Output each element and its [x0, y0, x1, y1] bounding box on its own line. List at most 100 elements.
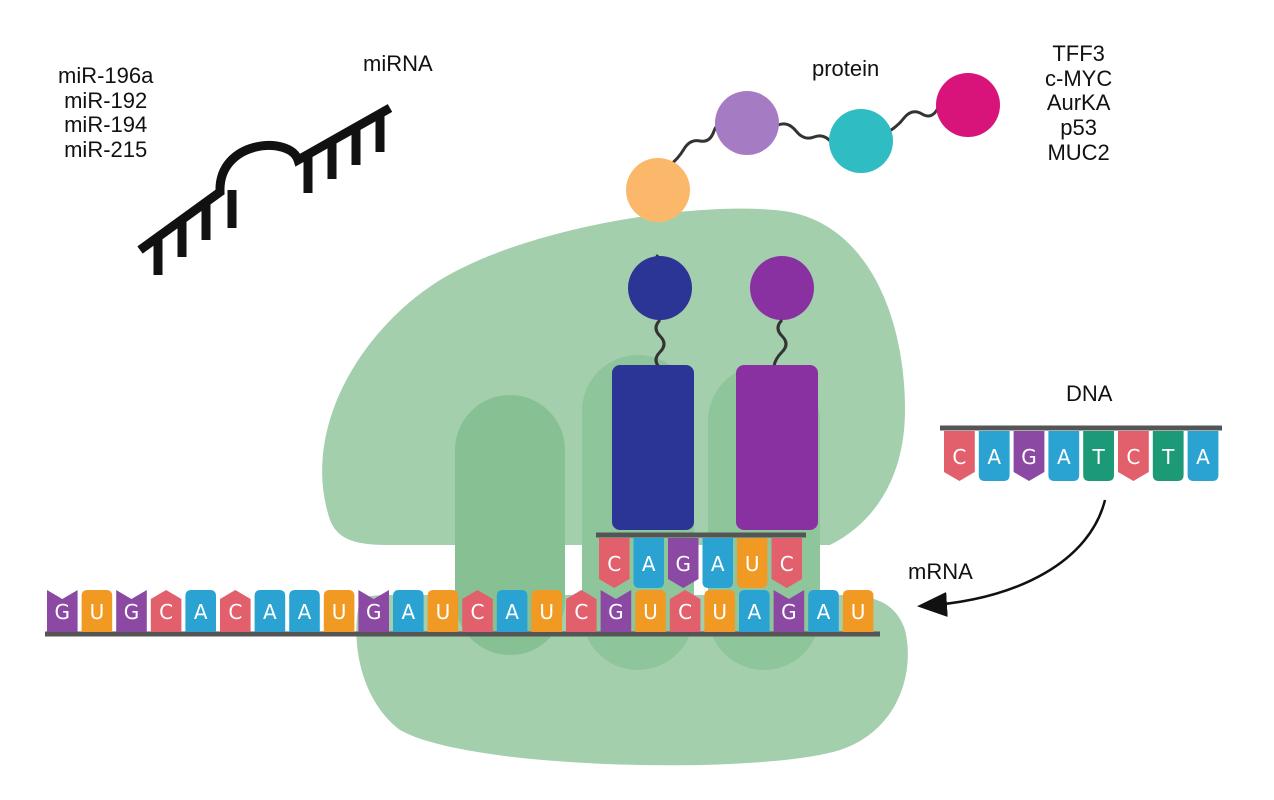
anticodon-base-letter: U	[745, 552, 760, 576]
trna-right	[736, 256, 818, 530]
mirna-label: miRNA	[363, 51, 433, 76]
trna-right-amino-acid	[750, 256, 814, 320]
mrna-base-letter: C	[574, 600, 588, 624]
anticodon-base-letter: C	[780, 552, 794, 576]
protein-name: c-MYC	[1045, 65, 1113, 91]
mrna-nucleotide-22	[808, 590, 839, 632]
trna-left-amino-acid	[628, 256, 692, 320]
mrna-base-letter: U	[436, 600, 451, 624]
protein-bead-2	[715, 91, 779, 155]
mrna-nucleotide-21	[773, 590, 805, 632]
anticodon-nucleotide-2	[668, 538, 699, 588]
dna-base-letter: C	[1126, 445, 1140, 469]
mirna-name: miR-194	[64, 112, 148, 138]
protein-bead-4	[936, 73, 1000, 137]
anticodon-base-letter: A	[642, 552, 656, 576]
mrna-base-letter: A	[298, 600, 312, 624]
transcription-arrow	[917, 499, 1107, 617]
mrna-base-letter: A	[401, 600, 415, 624]
anticodon-nucleotide-3	[702, 538, 733, 588]
mrna-base-letter: U	[539, 600, 554, 624]
mrna-base-letter: G	[608, 600, 624, 624]
mrna-nucleotide-11	[427, 590, 459, 632]
mrna-nucleotide-14	[531, 590, 562, 632]
mrna-nucleotide-1	[81, 590, 113, 632]
mrna-base-letter: A	[747, 600, 761, 624]
mrna-nucleotide-17	[635, 590, 666, 632]
dna-base-letter: A	[987, 445, 1001, 469]
protein-bead-3	[829, 109, 893, 173]
anticodon-nucleotide-5	[771, 538, 802, 588]
mrna-nucleotide-4	[185, 590, 216, 632]
mrna-nucleotide-16	[600, 590, 632, 632]
mrna-nucleotide-19	[704, 590, 735, 632]
mrna-base-letter: G	[124, 600, 140, 624]
dna-nucleotide-0	[944, 431, 975, 481]
mrna-nucleotide-12	[462, 590, 493, 632]
mrna-nucleotide-9	[358, 590, 389, 632]
mrna-base-letter: A	[505, 600, 519, 624]
mrna-base-letter: U	[643, 600, 658, 624]
mrna-nucleotide-6	[254, 590, 286, 632]
mirna-name: miR-196a	[58, 63, 154, 88]
protein-chain	[626, 73, 1000, 301]
dna-base-letter: C	[952, 445, 966, 469]
dna-base-letter: A	[1057, 445, 1071, 469]
mirna-name: miR-192	[64, 87, 148, 113]
mrna-nucleotide-7	[289, 590, 320, 632]
mrna-base-letter: U	[712, 600, 727, 624]
mrna-base-letter: C	[678, 600, 692, 624]
dna-nucleotide-1	[978, 431, 1010, 481]
dna-nucleotide-7	[1187, 431, 1219, 481]
anticodon-base-letter: A	[711, 552, 725, 576]
mrna-base-letter: C	[228, 600, 242, 624]
dna-base-letter: G	[1021, 445, 1037, 469]
anticodon-nucleotide-4	[737, 538, 768, 588]
dna-nucleotide-2	[1013, 431, 1045, 481]
mrna-base-letter: G	[55, 600, 71, 624]
dna-label: DNA	[1066, 381, 1113, 406]
dna-base-letter: T	[1091, 445, 1105, 469]
anticodon-base-letter: G	[676, 552, 692, 576]
trna-left-body	[612, 365, 694, 530]
mrna-base-letter: U	[332, 600, 347, 624]
protein-label: protein	[812, 56, 880, 81]
mrna-nucleotide-5	[220, 590, 251, 632]
dna-nucleotide-4	[1083, 431, 1114, 481]
dna-nucleotide-5	[1118, 431, 1149, 481]
trna-right-body	[736, 365, 818, 530]
dna-base-letter: T	[1161, 445, 1175, 469]
dna-nucleotide-6	[1152, 431, 1184, 481]
protein-bead-1	[626, 158, 690, 222]
mrna-base-letter: U	[90, 600, 105, 624]
mrna-base-letter: A	[263, 600, 277, 624]
protein-name: MUC2	[1047, 139, 1110, 165]
mrna-base-letter: G	[366, 600, 382, 624]
dna-base-letter: A	[1196, 445, 1210, 469]
anticodon-base-letter: C	[607, 552, 621, 576]
mrna-nucleotide-8	[323, 590, 355, 632]
mrna-nucleotide-10	[393, 590, 424, 632]
mrna-nucleotide-0	[47, 590, 78, 632]
protein-name: TFF3	[1052, 41, 1105, 66]
mrna-nucleotide-3	[150, 590, 182, 632]
mrna-label: mRNA	[908, 559, 973, 584]
mrna-base-letter: G	[781, 600, 797, 624]
trna-left	[612, 256, 694, 530]
mrna-nucleotide-15	[566, 590, 597, 632]
protein-name: p53	[1060, 114, 1097, 140]
mirna-hairpin-icon	[137, 104, 393, 275]
mrna-nucleotide-23	[842, 590, 874, 632]
mirna-name: miR-215	[64, 136, 148, 162]
mrna-nucleotide-2	[116, 590, 147, 632]
protein-name: AurKA	[1046, 90, 1111, 116]
mrna-base-letter: C	[471, 600, 485, 624]
mrna-base-letter: A	[194, 600, 208, 624]
mrna-nucleotide-18	[669, 590, 701, 632]
